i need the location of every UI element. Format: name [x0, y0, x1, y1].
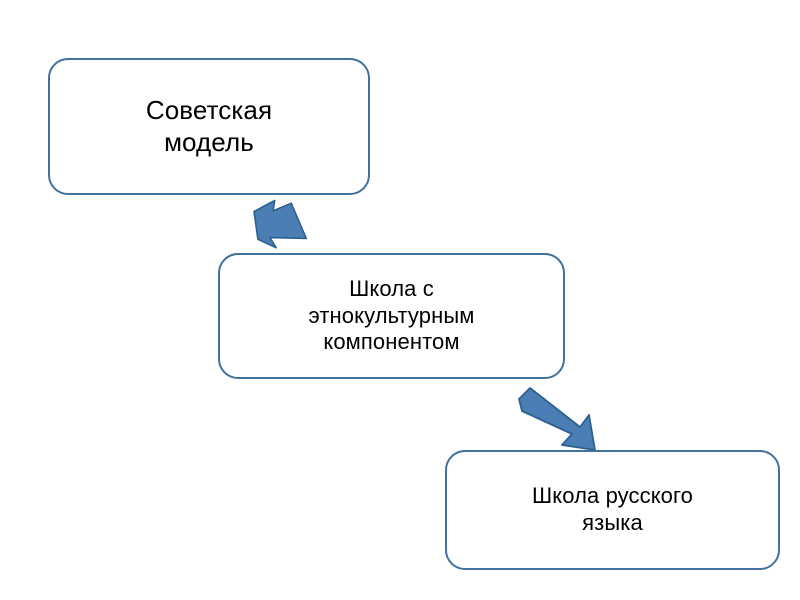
arrow-down-right-icon — [253, 199, 308, 249]
diagram-node-sovetskaya-model[interactable]: Советская модель — [48, 58, 370, 195]
node-label: Советская модель — [145, 94, 273, 157]
diagram-node-shkola-russkogo-yazyka[interactable]: Школа русского языка — [445, 450, 780, 570]
diagram-node-shkola-s-etnokulturnym-komponentom[interactable]: Школа с этнокультурным компонентом — [218, 253, 565, 379]
arrow-down-right-icon — [518, 387, 596, 451]
node-label: Школа с этнокультурным компонентом — [308, 275, 475, 355]
node-label: Школа русского языка — [532, 483, 693, 535]
